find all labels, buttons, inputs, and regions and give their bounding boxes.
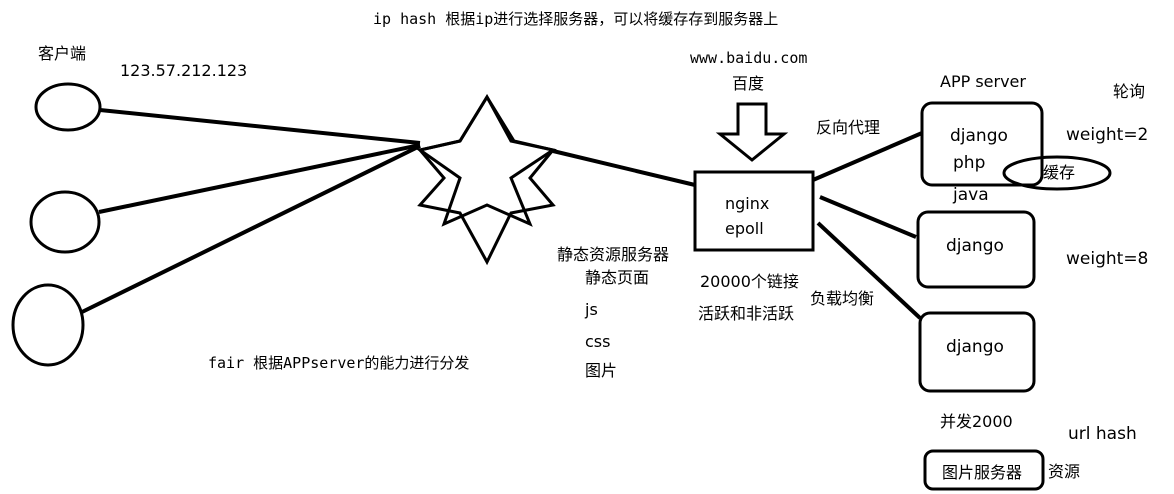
app1-line-django: django xyxy=(950,126,1008,146)
image-server-label: 图片服务器 xyxy=(942,463,1023,482)
strategy-label: 轮询 xyxy=(1113,82,1146,101)
static-item: js xyxy=(585,300,598,319)
client-node-3 xyxy=(11,283,85,367)
app-server-title: APP server xyxy=(940,72,1026,91)
network-hub-star xyxy=(416,94,557,227)
app1-line-php: php xyxy=(953,153,986,173)
link-nginx-app3 xyxy=(816,221,922,320)
nginx-label: nginx xyxy=(725,194,770,213)
link-client1-hub xyxy=(99,108,421,145)
app-server-box-1 xyxy=(920,101,1044,187)
site-name: 百度 xyxy=(732,74,765,93)
top-note: ip hash 根据ip进行选择服务器，可以将缓存存到服务器上 xyxy=(373,10,779,28)
link-client3-hub xyxy=(81,144,421,314)
app2-weight: weight=8 xyxy=(1066,249,1149,269)
request-arrow-down xyxy=(715,102,789,162)
client-node-1 xyxy=(34,82,102,132)
reverse-proxy-label: 反向代理 xyxy=(816,118,881,137)
link-hub-nginx xyxy=(552,149,696,187)
nginx-box xyxy=(693,170,815,252)
app1-weight: weight=2 xyxy=(1066,125,1149,145)
fair-note: fair 根据APPserver的能力进行分发 xyxy=(208,354,470,372)
app-server-box-3 xyxy=(918,311,1036,393)
link-nginx-app2 xyxy=(819,195,917,239)
link-nginx-app1 xyxy=(812,131,923,182)
image-server-box xyxy=(923,449,1045,491)
static-item: css xyxy=(585,332,611,351)
site-url: www.baidu.com xyxy=(690,49,808,67)
network-hub-star-top xyxy=(417,94,556,266)
app1-line-java: java xyxy=(953,185,989,205)
app2-line-django: django xyxy=(946,236,1004,256)
app-server-box-2 xyxy=(916,210,1036,289)
concurrency-label: 并发2000 xyxy=(940,412,1013,431)
client-ip: 123.57.212.123 xyxy=(120,61,248,80)
link-client2-hub xyxy=(98,143,421,214)
connections-states: 活跃和非活跃 xyxy=(698,304,795,323)
cache-ellipse xyxy=(1002,155,1112,191)
app3-line-django: django xyxy=(946,337,1004,357)
load-balance-label: 负载均衡 xyxy=(810,289,875,308)
client-label: 客户端 xyxy=(38,44,87,63)
cache-label: 缓存 xyxy=(1043,163,1076,182)
static-item: 静态页面 xyxy=(585,268,650,287)
epoll-label: epoll xyxy=(725,219,764,238)
url-hash-label: url hash xyxy=(1068,424,1137,444)
static-item: 图片 xyxy=(585,361,618,380)
static-server-title: 静态资源服务器 xyxy=(557,245,670,264)
connections-count: 20000个链接 xyxy=(700,272,799,291)
client-node-2 xyxy=(29,190,101,254)
image-resource-label: 资源 xyxy=(1048,462,1081,481)
